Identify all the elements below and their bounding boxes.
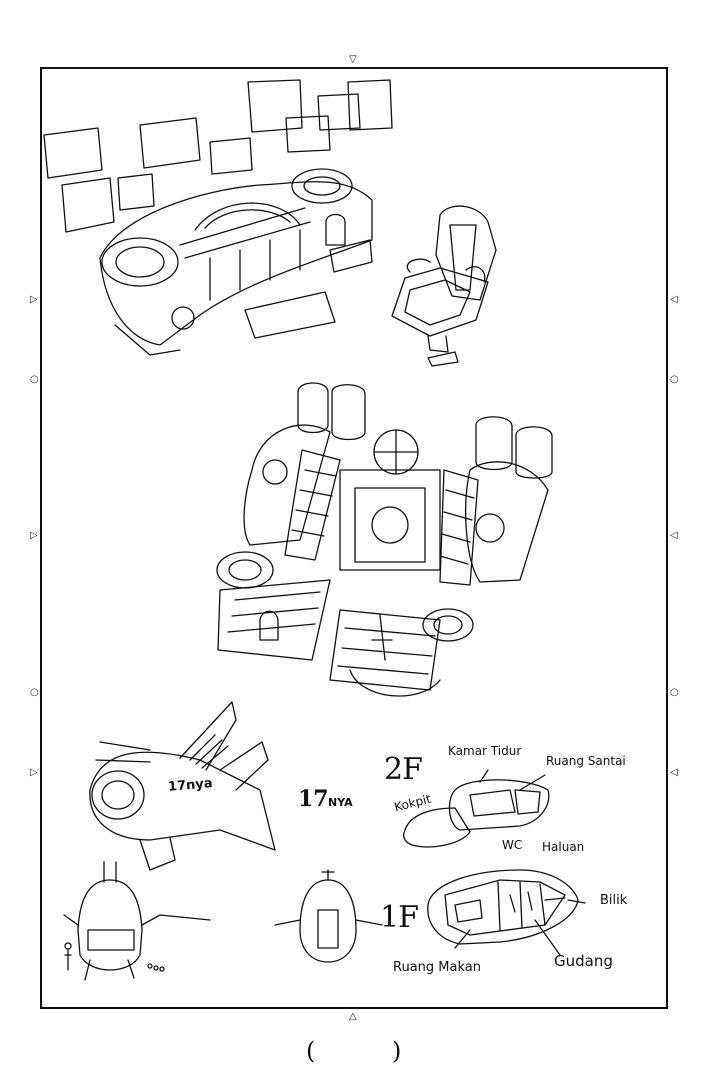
- registration-circle-left: ○: [30, 687, 39, 698]
- spaceship-side-sketch: [89, 701, 276, 871]
- floor-2f-label: 2F: [384, 752, 423, 787]
- label-ruang-santai: Ruang Santai: [546, 754, 626, 768]
- registration-mark-bottom: △: [349, 1011, 357, 1022]
- logo-number: 17: [298, 786, 329, 812]
- label-gudang: Gudang: [554, 952, 613, 970]
- deck-1f-plan-sketch: [427, 869, 586, 956]
- floor-1f-label: 1F: [380, 900, 419, 935]
- label-wc: WC: [502, 838, 523, 852]
- label-ruang-makan: Ruang Makan: [393, 960, 481, 975]
- pilot-chair-sketch: [391, 205, 497, 367]
- registration-mark-right: ◁: [670, 767, 678, 778]
- spaceship-rear-sketch: [274, 869, 383, 963]
- deck-2f-plan-sketch: [403, 769, 550, 848]
- registration-mark-top: ▽: [349, 54, 357, 65]
- logo-text: NYA: [328, 796, 353, 809]
- label-bilik: Bilik: [600, 893, 628, 908]
- spaceship-front-sketch: [63, 861, 211, 981]
- page-number-close-bracket: ): [392, 1037, 402, 1065]
- interior-deck-sketch: [216, 382, 553, 697]
- registration-mark-left: ▷: [30, 530, 38, 541]
- registration-circle-left: ○: [30, 374, 39, 385]
- page-number-open-bracket: (: [306, 1037, 316, 1065]
- registration-mark-right: ◁: [670, 294, 678, 305]
- registration-mark-left: ▷: [30, 294, 38, 305]
- registration-circle-right: ○: [670, 374, 679, 385]
- registration-mark-left: ▷: [30, 767, 38, 778]
- page-border: [40, 67, 668, 1009]
- registration-circle-right: ○: [670, 687, 679, 698]
- label-kamar-tidur: Kamar Tidur: [448, 744, 522, 758]
- registration-mark-right: ◁: [670, 530, 678, 541]
- cockpit-console-sketch: [43, 79, 393, 356]
- label-haluan: Haluan: [542, 840, 585, 854]
